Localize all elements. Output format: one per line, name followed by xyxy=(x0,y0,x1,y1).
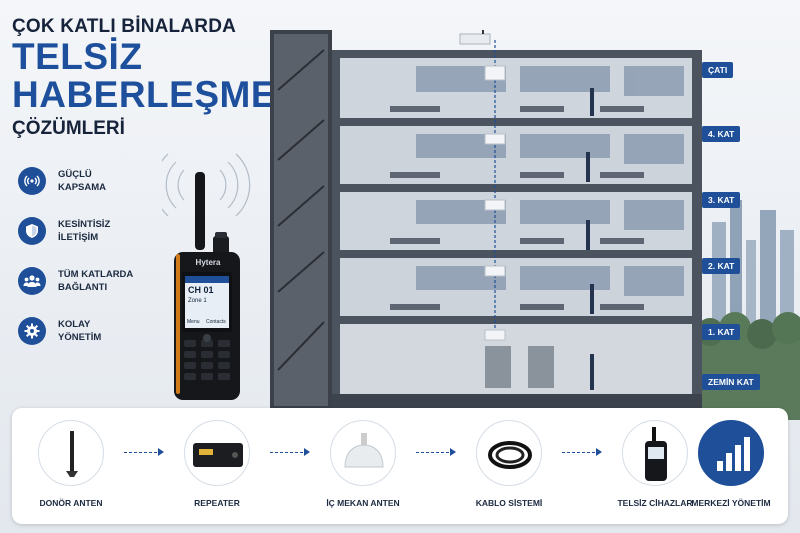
radio-channel: CH 01 xyxy=(188,285,214,295)
signal-icon xyxy=(18,167,46,195)
flow-arrow xyxy=(562,447,602,456)
flow-arrow xyxy=(416,447,456,456)
title-block: ÇOK KATLI BİNALARDA TELSİZ HABERLEŞME ÇÖ… xyxy=(12,16,282,140)
people-icon xyxy=(18,267,46,295)
radio-handset: Hytera CH 01 Zone 1 Menu Contacts xyxy=(153,150,252,405)
floor-tag-ground: ZEMİN KAT xyxy=(702,374,760,390)
title-line-1: TELSİZ xyxy=(12,36,143,77)
floor-tag-4: 4. KAT xyxy=(702,126,741,142)
radio-menu: Menu xyxy=(187,319,200,325)
radio-icon xyxy=(622,420,688,486)
building-cross-section xyxy=(270,30,702,410)
shield-icon xyxy=(18,217,46,245)
ceiling-antenna-icon xyxy=(330,420,396,486)
component-donor-antenna: DONÖR ANTEN xyxy=(16,420,126,520)
title-sub: ÇÖZÜMLERİ xyxy=(12,118,125,139)
floor-tag-roof: ÇATI xyxy=(702,62,734,78)
repeater-icon xyxy=(184,420,250,486)
component-central-management: MERKEZİ YÖNETİM xyxy=(676,420,786,520)
component-radios: TELSİZ CİHAZLAR xyxy=(600,420,710,520)
radio-brand: Hytera xyxy=(195,258,221,267)
antenna-icon xyxy=(38,420,104,486)
cable-icon xyxy=(476,420,542,486)
flow-arrow xyxy=(124,447,164,456)
gear-icon xyxy=(18,317,46,345)
component-cable-system: KABLO SİSTEMİ xyxy=(454,420,564,520)
radio-contacts: Contacts xyxy=(206,319,226,325)
component-panel: DONÖR ANTEN REPEATER İÇ MEKAN ANTEN KABL… xyxy=(12,408,788,524)
component-indoor-antenna: İÇ MEKAN ANTEN xyxy=(308,420,418,520)
radio-antenna xyxy=(195,172,205,250)
floor-tag-2: 2. KAT xyxy=(702,258,741,274)
radio-zone: Zone 1 xyxy=(188,298,207,304)
title-line-2: HABERLEŞME xyxy=(12,74,277,115)
radio-signal-icon xyxy=(153,153,251,217)
flow-arrow xyxy=(270,447,310,456)
signal-bars-icon xyxy=(698,420,764,486)
component-repeater: REPEATER xyxy=(162,420,272,520)
floor-tag-3: 3. KAT xyxy=(702,192,741,208)
floor-tag-1: 1. KAT xyxy=(702,324,741,340)
floor-tags: ÇATI 4. KAT 3. KAT 2. KAT 1. KAT ZEMİN K… xyxy=(702,0,772,420)
title-top: ÇOK KATLI BİNALARDA xyxy=(12,16,237,37)
